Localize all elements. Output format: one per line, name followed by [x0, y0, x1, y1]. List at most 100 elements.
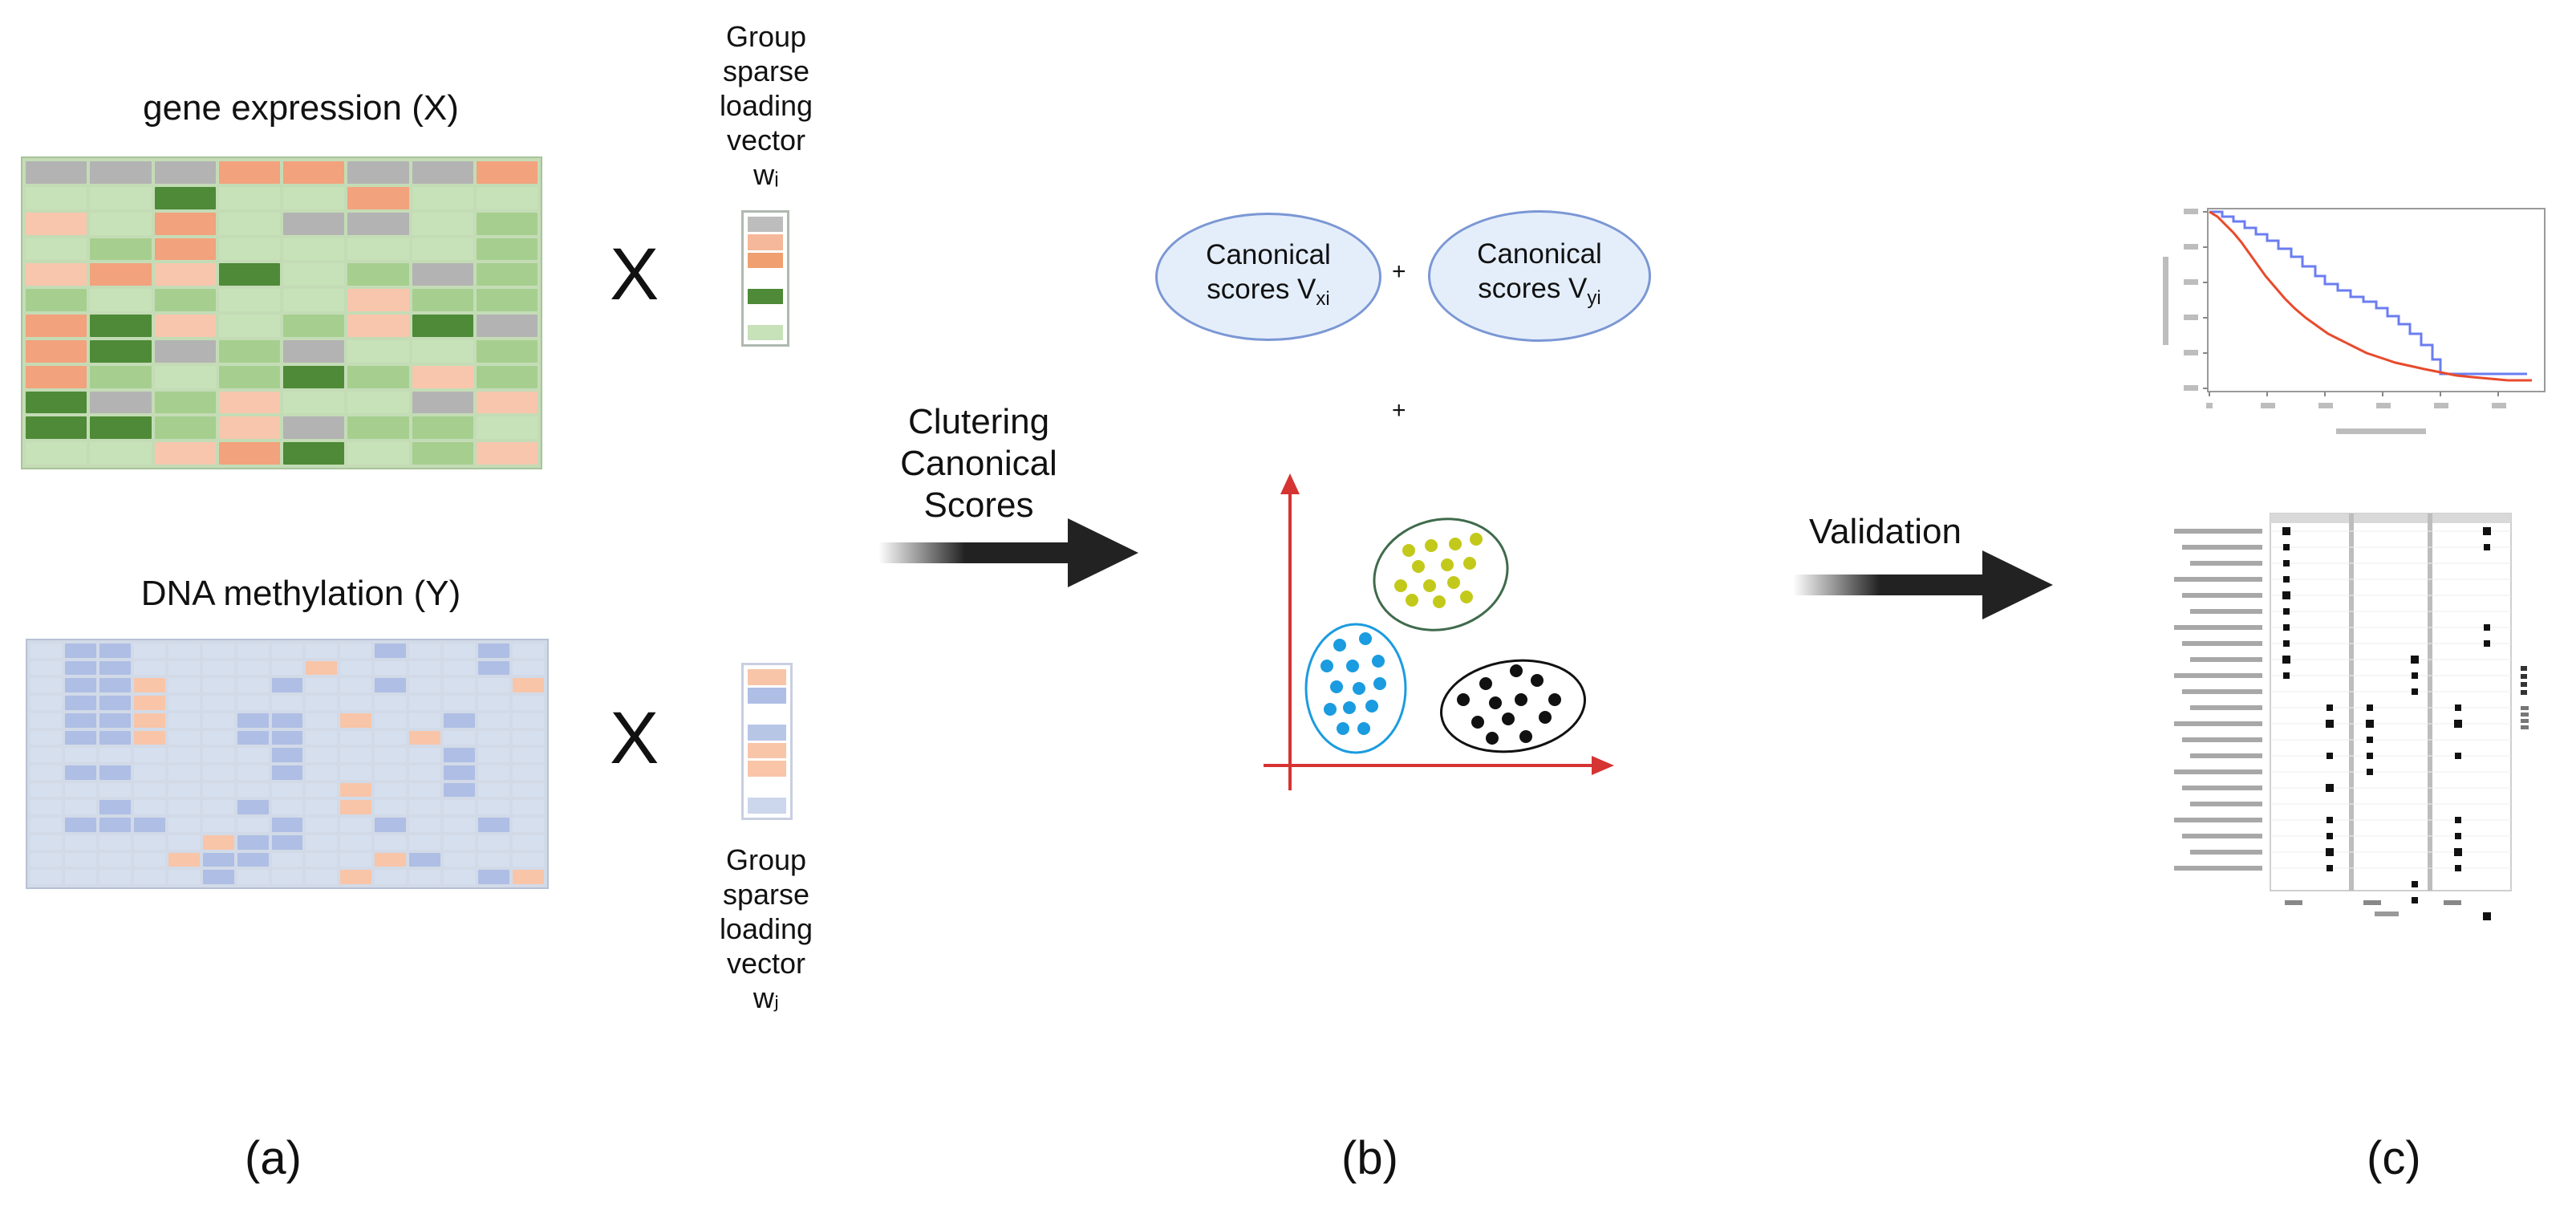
dot-plot-legend-key — [2521, 674, 2527, 679]
gene-expression-cell — [412, 339, 473, 363]
dna-methylation-cell — [168, 713, 200, 728]
dna-methylation-cell — [30, 678, 62, 693]
dna-methylation-cell — [30, 852, 62, 867]
gene-expression-cell — [154, 289, 216, 311]
dot-plot-point — [2483, 527, 2491, 535]
dna-methylation-cell — [444, 852, 476, 867]
dna-methylation-cell — [168, 696, 200, 710]
dot-plot-point — [2283, 544, 2290, 550]
dna-methylation-heatmap — [26, 639, 549, 889]
dna-methylation-cell — [168, 678, 200, 693]
dna-methylation-cell — [409, 644, 441, 658]
dna-methylation-cell — [30, 800, 62, 815]
dot-plot-row-label — [2174, 625, 2262, 630]
multiply-symbol-bottom: X — [610, 697, 659, 779]
gene-expression-cell — [412, 416, 473, 440]
dot-plot-legend-key — [2521, 682, 2527, 687]
gene-expression-cell — [412, 212, 473, 235]
dot-plot-point — [2326, 848, 2334, 856]
dot-plot-row-label — [2190, 705, 2262, 710]
gene-expression-cell — [347, 289, 409, 311]
gene-expression-cell — [218, 315, 280, 337]
dna-methylation-cell — [99, 713, 131, 728]
gene-expression-cell — [218, 339, 280, 363]
dot-plot-point — [2412, 672, 2418, 679]
gene-expression-cell — [476, 161, 538, 184]
cluster-yellow-green-point — [1470, 533, 1483, 546]
gene-expression-cell — [412, 365, 473, 388]
dna-methylation-cell — [64, 852, 96, 867]
loading-vector-bottom-segment — [748, 798, 786, 814]
dot-plot-point — [2483, 912, 2491, 920]
dna-methylation-cell — [133, 660, 165, 676]
dna-methylation-cell — [237, 800, 269, 815]
dna-methylation-cell — [99, 818, 131, 832]
cluster-blue-point — [1330, 680, 1343, 693]
dna-methylation-cell — [133, 765, 165, 780]
dna-methylation-cell — [513, 834, 544, 850]
cluster-yellow-green-outline — [1373, 518, 1509, 631]
dot-plot-point — [2484, 544, 2490, 550]
multiply-symbol-top: X — [610, 233, 659, 315]
gene-expression-cell — [218, 212, 280, 235]
dot-plot-row-label — [2174, 866, 2262, 871]
dna-methylation-cell — [168, 782, 200, 798]
dna-methylation-cell — [306, 748, 338, 762]
gene-expression-cell — [476, 212, 538, 235]
dot-plot-point — [2283, 640, 2290, 647]
dot-plot-point — [2367, 753, 2373, 759]
dna-methylation-cell — [237, 852, 269, 867]
dna-methylation-cell — [478, 696, 510, 710]
dna-methylation-cell — [237, 765, 269, 780]
gene-expression-cell — [347, 238, 409, 261]
dna-methylation-cell — [202, 678, 234, 693]
dna-methylation-cell — [237, 713, 269, 728]
dot-plot-tick-label — [2285, 900, 2302, 905]
dna-methylation-cell — [271, 834, 303, 850]
dna-methylation-cell — [99, 800, 131, 815]
dot-plot-point — [2326, 784, 2334, 792]
gene-expression-cell — [154, 339, 216, 363]
dna-methylation-cell — [478, 644, 510, 658]
gene-expression-cell — [347, 442, 409, 465]
dot-plot-row-label — [2174, 529, 2262, 534]
cluster-yellow-green-point — [1449, 538, 1462, 550]
dna-methylation-cell — [64, 696, 96, 710]
dna-methylation-cell — [30, 782, 62, 798]
dna-methylation-cell — [444, 765, 476, 780]
dna-methylation-cell — [375, 782, 407, 798]
dna-methylation-cell — [202, 730, 234, 745]
dot-plot-point — [2282, 527, 2290, 535]
dot-plot-point — [2282, 591, 2290, 599]
gene-expression-cell — [218, 365, 280, 388]
dna-methylation-cell — [99, 834, 131, 850]
gene-expression-cell — [347, 315, 409, 337]
dot-plot-row-label — [2182, 689, 2262, 694]
dna-methylation-cell — [513, 713, 544, 728]
gene-expression-cell — [412, 263, 473, 286]
dna-methylation-cell — [133, 782, 165, 798]
loading-vector-top — [741, 210, 789, 347]
dna-methylation-cell — [340, 818, 372, 832]
gene-expression-cell — [218, 442, 280, 465]
gene-expression-cell — [26, 442, 87, 465]
gene-expression-cell — [476, 391, 538, 414]
dot-plot-point — [2327, 833, 2333, 839]
dna-methylation-cell — [99, 644, 131, 658]
dna-methylation-cell — [306, 678, 338, 693]
dna-methylation-cell — [30, 765, 62, 780]
dna-methylation-cell — [271, 818, 303, 832]
dot-plot-point — [2455, 704, 2461, 711]
dna-methylation-cell — [271, 730, 303, 745]
gene-expression-cell — [218, 416, 280, 440]
dna-methylation-cell — [340, 834, 372, 850]
dna-methylation-cell — [478, 782, 510, 798]
loading-vector-bottom-segment — [748, 742, 786, 759]
dna-methylation-cell — [271, 765, 303, 780]
dna-methylation-cell — [340, 800, 372, 815]
dna-methylation-cell — [409, 818, 441, 832]
dot-plot-point — [2455, 865, 2461, 871]
gene-expression-cell — [154, 263, 216, 286]
dna-methylation-cell — [409, 660, 441, 676]
gene-expression-cell — [283, 315, 345, 337]
